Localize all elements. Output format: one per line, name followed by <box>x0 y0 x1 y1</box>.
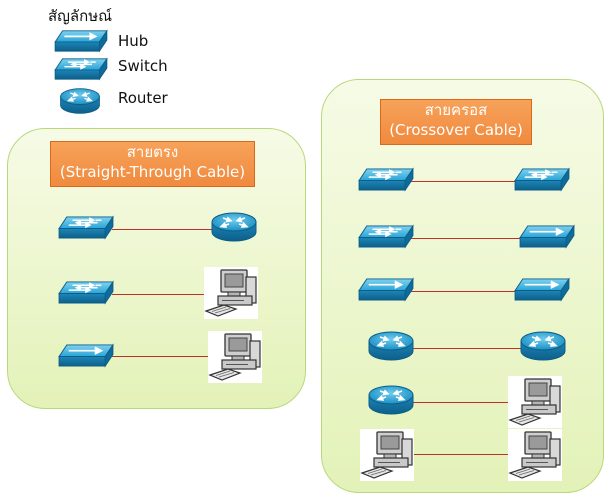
pc-icon <box>204 267 258 319</box>
cable <box>410 291 518 292</box>
legend-label-hub: Hub <box>118 32 149 50</box>
router-icon <box>366 383 416 417</box>
hub-icon <box>53 29 109 53</box>
straight-through-title-thai: สายตรง <box>126 143 179 161</box>
switch-icon <box>513 167 571 192</box>
hub-icon <box>513 277 571 302</box>
cable <box>405 402 519 403</box>
crossover-title-thai: สายครอส <box>424 101 488 119</box>
router-icon <box>518 329 568 363</box>
switch-icon <box>57 215 115 240</box>
legend-label-router: Router <box>118 89 168 107</box>
cable <box>112 294 208 295</box>
cable <box>410 181 518 182</box>
legend-title: สัญลักษณ์ <box>48 7 113 25</box>
straight-through-title-english: (Straight-Through Cable) <box>59 163 246 181</box>
switch-icon <box>357 167 415 192</box>
crossover-title: สายครอส (Crossover Cable) <box>380 99 532 145</box>
pc-icon <box>360 429 414 481</box>
straight-through-title: สายตรง (Straight-Through Cable) <box>50 141 255 187</box>
router-icon <box>209 210 259 244</box>
cable <box>405 348 523 349</box>
pc-icon <box>508 429 562 481</box>
router-icon <box>56 86 104 116</box>
pc-icon <box>508 376 562 428</box>
cable <box>410 454 520 455</box>
pc-icon <box>208 331 262 383</box>
hub-icon <box>518 224 576 249</box>
hub-icon <box>57 343 115 368</box>
router-icon <box>366 329 416 363</box>
legend-label-switch: Switch <box>118 57 168 75</box>
cable <box>112 356 208 357</box>
hub-icon <box>357 277 415 302</box>
crossover-title-english: (Crossover Cable) <box>389 121 523 139</box>
cable <box>112 229 212 230</box>
switch-icon <box>57 280 115 305</box>
legend: สัญลักษณ์ Hub Switch Router <box>0 0 200 120</box>
switch-icon <box>53 57 109 81</box>
cable <box>410 238 522 239</box>
switch-icon <box>357 224 415 249</box>
